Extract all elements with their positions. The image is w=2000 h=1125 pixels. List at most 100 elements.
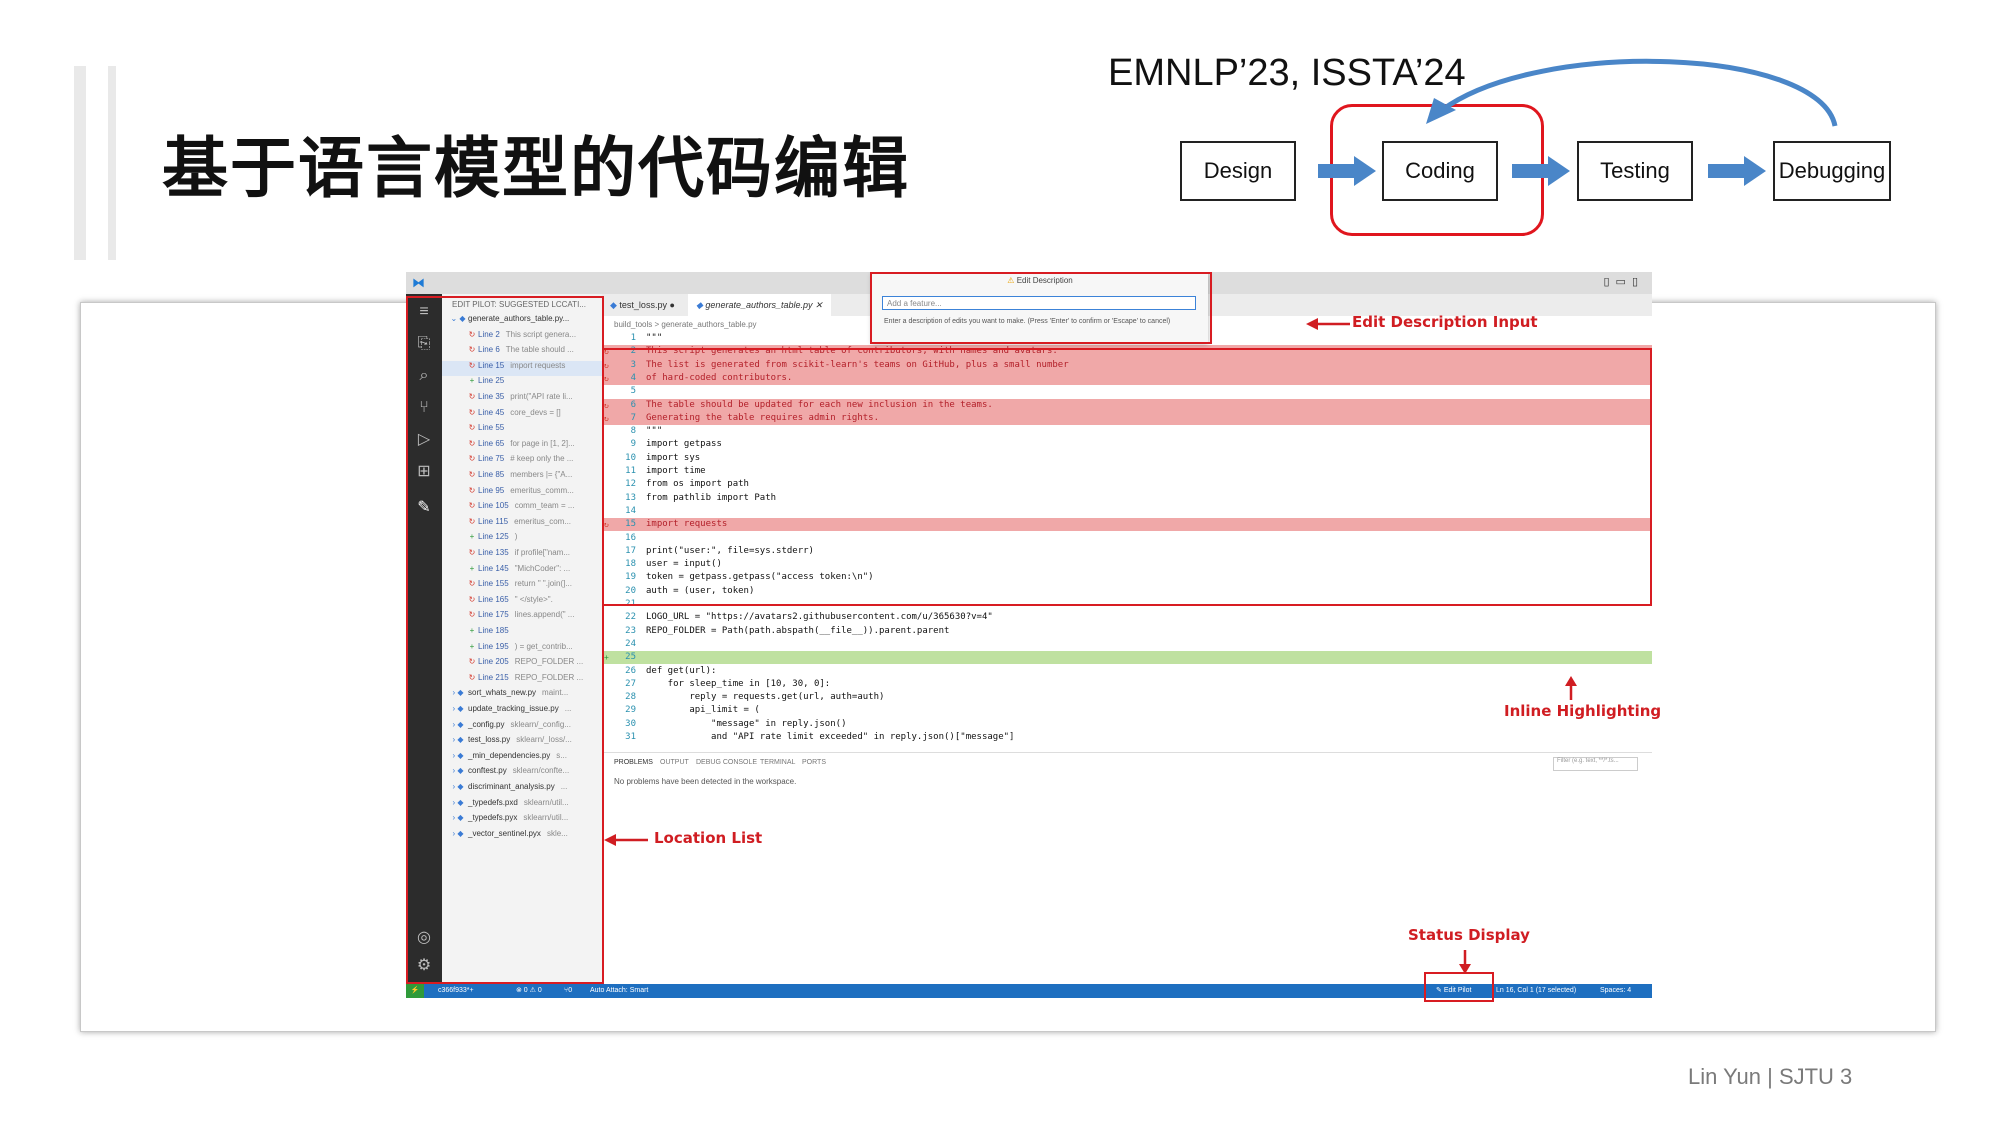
explorer-icon[interactable]: ⎘: [417, 335, 431, 352]
menu-icon[interactable]: ≡: [419, 303, 429, 320]
account-icon[interactable]: ◎: [417, 929, 431, 946]
extensions-icon[interactable]: ⊞: [417, 463, 431, 480]
panel-tab-problems[interactable]: PROBLEMS: [614, 759, 653, 766]
settings-gear-icon[interactable]: ⚙: [416, 957, 432, 974]
location-snippet: sklearn/confte...: [512, 766, 570, 776]
code-line[interactable]: +25: [602, 651, 1652, 665]
edit-pilot-icon[interactable]: ✎: [417, 499, 431, 516]
code-line[interactable]: 16: [602, 532, 1652, 545]
edit-pilot-status[interactable]: ✎ Edit Pilot: [1436, 987, 1472, 994]
search-icon[interactable]: ⌕: [419, 367, 429, 384]
location-line-item[interactable]: ↻Line 75# keep only the ...: [442, 454, 602, 469]
panel-tab-output[interactable]: OUTPUT: [660, 759, 689, 766]
source-control-icon[interactable]: ⑂: [419, 399, 429, 416]
code-line[interactable]: 8""": [602, 425, 1652, 438]
code-line[interactable]: 5: [602, 385, 1652, 398]
edit-description-input[interactable]: Add a feature...: [882, 296, 1196, 310]
problems-indicator[interactable]: ⊗ 0 ⚠ 0: [516, 987, 542, 994]
problems-filter-input[interactable]: Filter (e.g. text, **/*.ts...: [1553, 757, 1638, 771]
branch-indicator[interactable]: c366f933*+: [438, 987, 474, 994]
location-file-item[interactable]: › ◆update_tracking_issue.py...: [442, 704, 602, 719]
code-line[interactable]: 27 for sleep_time in [10, 30, 0]:: [602, 678, 1652, 691]
auto-attach-indicator[interactable]: Auto Attach: Smart: [590, 987, 649, 994]
location-line-item[interactable]: +Line 145"MichCoder": ...: [442, 564, 602, 579]
location-name: _vector_sentinel.pyx: [468, 828, 541, 838]
edit-icon: ↻: [468, 392, 476, 401]
location-line-item[interactable]: ↻Line 55: [442, 423, 602, 438]
panel-tab-ports[interactable]: PORTS: [802, 759, 826, 766]
remote-icon[interactable]: ⚡: [406, 984, 424, 998]
layout-toggle-icons[interactable]: ▯▭▯: [1603, 276, 1644, 288]
python-file-icon: › ◆: [452, 750, 464, 760]
edit-icon: ↻: [468, 438, 476, 448]
problems-message: No problems have been detected in the wo…: [614, 777, 797, 786]
location-file-item[interactable]: ⌄ ◆generate_authors_table.py...: [442, 314, 602, 329]
indentation-indicator[interactable]: Spaces: 4: [1600, 987, 1632, 994]
location-line-item[interactable]: +Line 185: [442, 626, 602, 641]
location-list-label: Location List: [654, 829, 763, 847]
panel-tab-terminal[interactable]: TERMINAL: [760, 759, 796, 766]
location-name: _typedefs.pyx: [468, 813, 518, 823]
bottom-panel: PROBLEMS OUTPUT DEBUG CONSOLE TERMINAL P…: [602, 752, 1652, 985]
code-line[interactable]: 14: [602, 505, 1652, 518]
code-line[interactable]: 24: [602, 638, 1652, 651]
location-line-item[interactable]: +Line 25: [442, 376, 602, 391]
location-line-item[interactable]: +Line 195) = get_contrib...: [442, 642, 602, 657]
location-line-item[interactable]: +Line 125): [442, 532, 602, 547]
code-line[interactable]: 29 api_limit = (: [602, 704, 1652, 717]
code-line[interactable]: 31 and "API rate limit exceeded" in repl…: [602, 731, 1652, 744]
location-line-item[interactable]: ↻Line 165" </style>".: [442, 595, 602, 610]
code-line[interactable]: 28 reply = requests.get(url, auth=auth): [602, 691, 1652, 704]
code-line[interactable]: 30 "message" in reply.json(): [602, 718, 1652, 731]
panel-tab-debug-console[interactable]: DEBUG CONSOLE: [696, 759, 758, 766]
location-file-item[interactable]: › ◆discriminant_analysis.py...: [442, 782, 602, 797]
run-debug-icon[interactable]: ▷: [417, 431, 431, 448]
tab-generate-authors-table[interactable]: ◆ generate_authors_table.py ✕: [688, 294, 831, 316]
ports-indicator[interactable]: ⑂0: [564, 987, 573, 994]
cursor-position[interactable]: Ln 16, Col 1 (17 selected): [1496, 987, 1577, 994]
code-line[interactable]: 1""": [602, 332, 1652, 345]
tab-test-loss[interactable]: ◆ test_loss.py ●: [610, 300, 675, 310]
